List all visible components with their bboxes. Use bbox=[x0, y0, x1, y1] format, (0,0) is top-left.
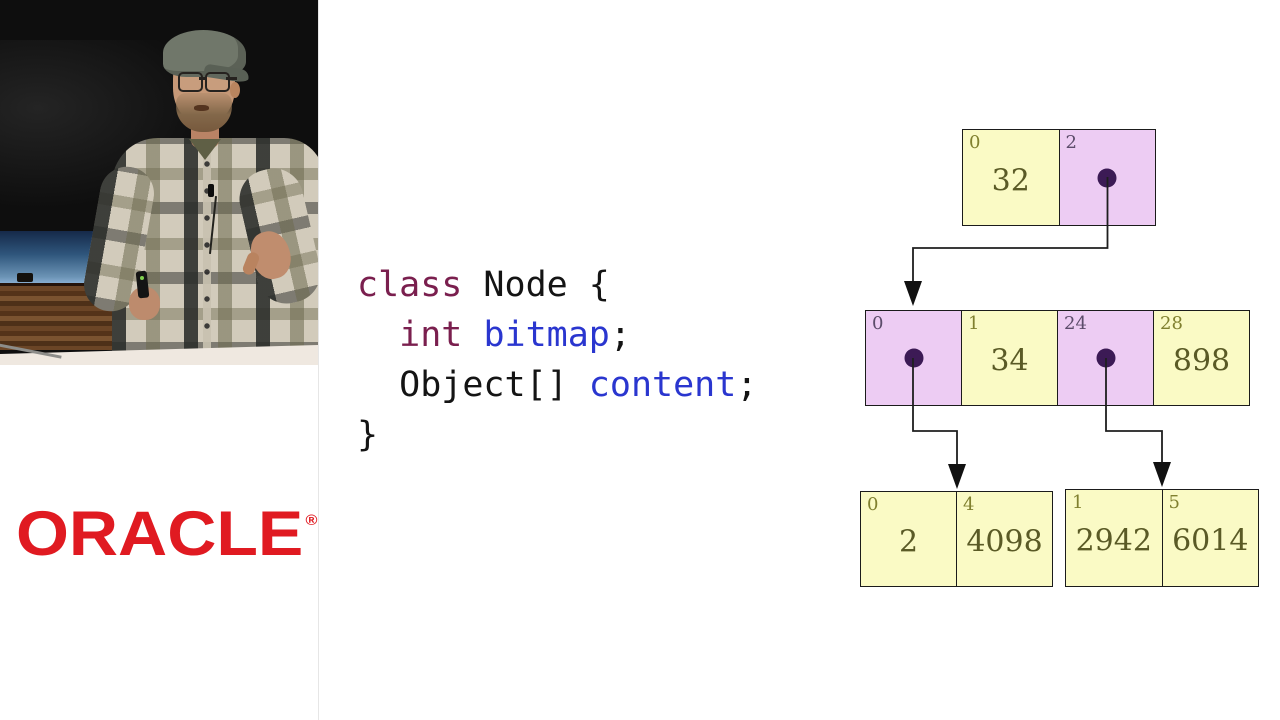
code-token-keyword: int bbox=[399, 315, 463, 355]
registered-mark: ® bbox=[305, 512, 318, 529]
cell-pointer: 24 bbox=[1057, 311, 1153, 405]
cell-value-text: 898 bbox=[1172, 343, 1231, 379]
cell-value: 4 4098 bbox=[956, 492, 1052, 586]
code-token-plain: } bbox=[357, 415, 379, 455]
speaker-ear bbox=[230, 82, 240, 98]
cell-pointer: 0 bbox=[866, 311, 961, 405]
glasses-right-lens bbox=[205, 72, 230, 92]
cell-index: 1 bbox=[1072, 492, 1084, 513]
code-token-identifier: content bbox=[588, 365, 737, 405]
pointer-dot bbox=[1097, 168, 1117, 187]
cell-index: 0 bbox=[969, 132, 981, 153]
shirt-button-placket bbox=[203, 152, 211, 350]
code-token-plain: ; bbox=[736, 365, 758, 405]
cell-value-text: 34 bbox=[990, 343, 1029, 379]
speaker-mouth bbox=[194, 105, 209, 111]
arrowhead bbox=[948, 464, 966, 489]
code-token-identifier: bitmap bbox=[483, 315, 610, 355]
cell-value-text: 2942 bbox=[1075, 523, 1152, 559]
desk-remote bbox=[17, 273, 33, 282]
speaker-beard bbox=[176, 93, 232, 132]
panel-separator bbox=[318, 0, 319, 720]
glasses-left-lens bbox=[178, 72, 203, 92]
code-token-plain bbox=[357, 315, 399, 355]
pointer-dot bbox=[1096, 348, 1115, 368]
arrowhead bbox=[1153, 462, 1171, 487]
cell-value-text: 6014 bbox=[1172, 523, 1249, 559]
clicker-led bbox=[140, 276, 144, 280]
code-token-plain: Node { bbox=[462, 265, 610, 305]
cell-pointer: 2 bbox=[1058, 130, 1155, 225]
oracle-logo-text: ORACLE bbox=[16, 499, 304, 569]
cell-value-text: 32 bbox=[991, 162, 1030, 198]
glasses-temple bbox=[226, 77, 237, 80]
speaker-video-panel bbox=[0, 0, 318, 365]
cell-value: 0 2 bbox=[861, 492, 956, 586]
code-token-plain bbox=[462, 315, 483, 355]
code-line: } bbox=[357, 410, 757, 460]
code-line: class Node { bbox=[357, 260, 757, 310]
cell-index: 0 bbox=[867, 494, 879, 515]
cell-value: 1 34 bbox=[961, 311, 1057, 405]
cell-value-text: 2 bbox=[898, 524, 919, 560]
glasses-bridge bbox=[199, 77, 206, 80]
pointer-dot bbox=[904, 348, 923, 368]
cell-index: 5 bbox=[1168, 492, 1180, 513]
cell-index: 0 bbox=[872, 313, 884, 334]
cell-index: 4 bbox=[963, 494, 975, 515]
cell-value: 0 32 bbox=[963, 130, 1059, 225]
cell-value-text: 4098 bbox=[966, 524, 1043, 560]
code-line: Object[] content; bbox=[357, 360, 757, 410]
node-root: 0 32 2 bbox=[962, 129, 1156, 226]
code-snippet: class Node { int bitmap; Object[] conten… bbox=[357, 260, 757, 460]
lavalier-mic bbox=[208, 184, 214, 197]
cell-index: 2 bbox=[1065, 132, 1077, 153]
code-token-plain: Object[] bbox=[357, 365, 589, 405]
oracle-logo: ORACLE® bbox=[16, 503, 317, 566]
cell-value: 5 6014 bbox=[1161, 490, 1258, 586]
cell-index: 24 bbox=[1064, 313, 1087, 334]
cell-index: 1 bbox=[968, 313, 980, 334]
node-leaf-right: 1 2942 5 6014 bbox=[1065, 489, 1259, 587]
cell-index: 28 bbox=[1160, 313, 1183, 334]
cell-value: 28 898 bbox=[1153, 311, 1249, 405]
code-line: int bitmap; bbox=[357, 310, 757, 360]
arrowhead bbox=[904, 281, 922, 306]
node-leaf-left: 0 2 4 4098 bbox=[860, 491, 1053, 587]
code-token-plain: ; bbox=[609, 315, 631, 355]
node-internal: 0 1 34 24 28 898 bbox=[865, 310, 1250, 406]
cell-value: 1 2942 bbox=[1066, 490, 1162, 586]
code-token-keyword: class bbox=[357, 265, 463, 305]
